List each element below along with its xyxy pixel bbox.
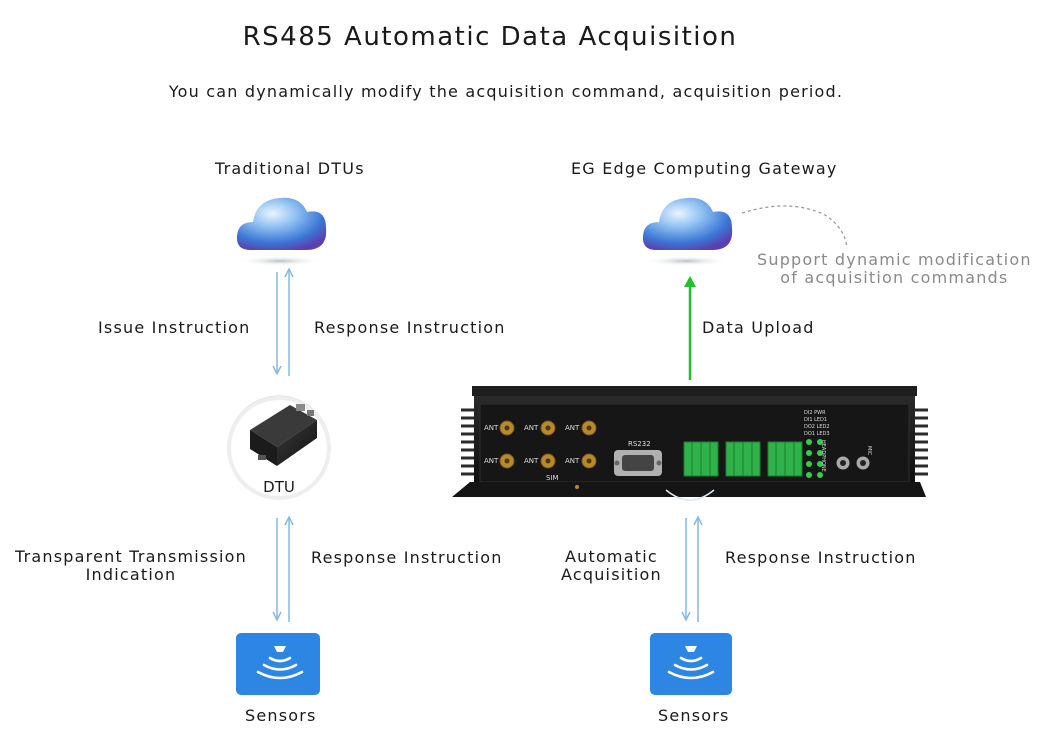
ant-label-3: ANT xyxy=(565,424,580,432)
eg-gateway-label: EG Edge Computing Gateway xyxy=(571,159,838,178)
arrow-issue-down xyxy=(272,272,282,376)
rs232-label: RS232 xyxy=(628,440,651,448)
response-instruction-bottom-right-label: Response Instruction xyxy=(725,548,917,567)
transparent-line-1: Transparent Transmission xyxy=(15,547,247,566)
auto-line-1: Automatic xyxy=(564,547,658,566)
led-labels: DI2 PWR DI1 LED1 DO2 LED2 DO1 LED3 xyxy=(804,410,834,438)
transparent-line-2: Indication xyxy=(85,565,177,584)
sensor-icon-left xyxy=(236,633,320,695)
traditional-dtus-label: Traditional DTUs xyxy=(215,159,365,178)
dynamic-note: Support dynamic modification of acquisit… xyxy=(757,251,1032,287)
led-label-led1: LED1 xyxy=(814,417,828,423)
arrow-auto-down xyxy=(681,518,691,622)
gateway-device xyxy=(452,386,928,501)
data-upload-label: Data Upload xyxy=(702,318,815,337)
dynamic-note-line-2: of acquisition commands xyxy=(780,268,1009,287)
issue-instruction-label: Issue Instruction xyxy=(98,318,251,337)
dtu-device xyxy=(227,395,331,500)
cloud-icon-right xyxy=(642,197,733,266)
cloud-icon-left xyxy=(236,197,327,266)
arrow-data-upload xyxy=(684,276,696,380)
led-label-pwr: PWR xyxy=(814,410,826,416)
sensors-label-left: Sensors xyxy=(245,706,317,725)
sensors-label-right: Sensors xyxy=(658,706,730,725)
sim-label: SIM xyxy=(546,474,559,482)
dtu-label: DTU xyxy=(263,478,295,496)
led-label-led3: LED3 xyxy=(816,431,830,437)
ant-label-6: ANT xyxy=(565,457,580,465)
ant-label-1: ANT xyxy=(484,424,499,432)
arrow-response-up-left-bottom xyxy=(284,515,294,622)
ant-label-2: ANT xyxy=(524,424,539,432)
ant-label-4: ANT xyxy=(484,457,499,465)
page-subtitle: You can dynamically modify the acquisiti… xyxy=(168,82,844,101)
response-instruction-bottom-left-label: Response Instruction xyxy=(311,548,503,567)
mic-label: MIC xyxy=(866,446,872,456)
response-instruction-top-label: Response Instruction xyxy=(314,318,506,337)
led-label-di2: DI2 xyxy=(804,410,813,416)
arrow-transparent-down xyxy=(272,518,282,622)
led-label-di1: DI1 xyxy=(804,417,813,423)
page-title: RS485 Automatic Data Acquisition xyxy=(242,22,738,52)
auto-line-2: Acquisition xyxy=(561,565,662,584)
led-label-do2: DO2 xyxy=(804,424,815,430)
headphone-label: HEADPHONE xyxy=(820,440,826,472)
dynamic-note-line-1: Support dynamic modification xyxy=(757,250,1032,269)
sensor-icon-right xyxy=(650,633,732,695)
note-connector xyxy=(741,205,848,249)
automatic-acquisition-label: Automatic Acquisition xyxy=(561,548,662,584)
led-label-led2: LED2 xyxy=(816,424,830,430)
arrow-response-up-left xyxy=(284,267,294,376)
arrow-response-up-right xyxy=(693,515,703,622)
ant-label-5: ANT xyxy=(524,457,539,465)
transparent-transmission-label: Transparent Transmission Indication xyxy=(15,548,247,584)
led-label-do1: DO1 xyxy=(804,431,815,437)
